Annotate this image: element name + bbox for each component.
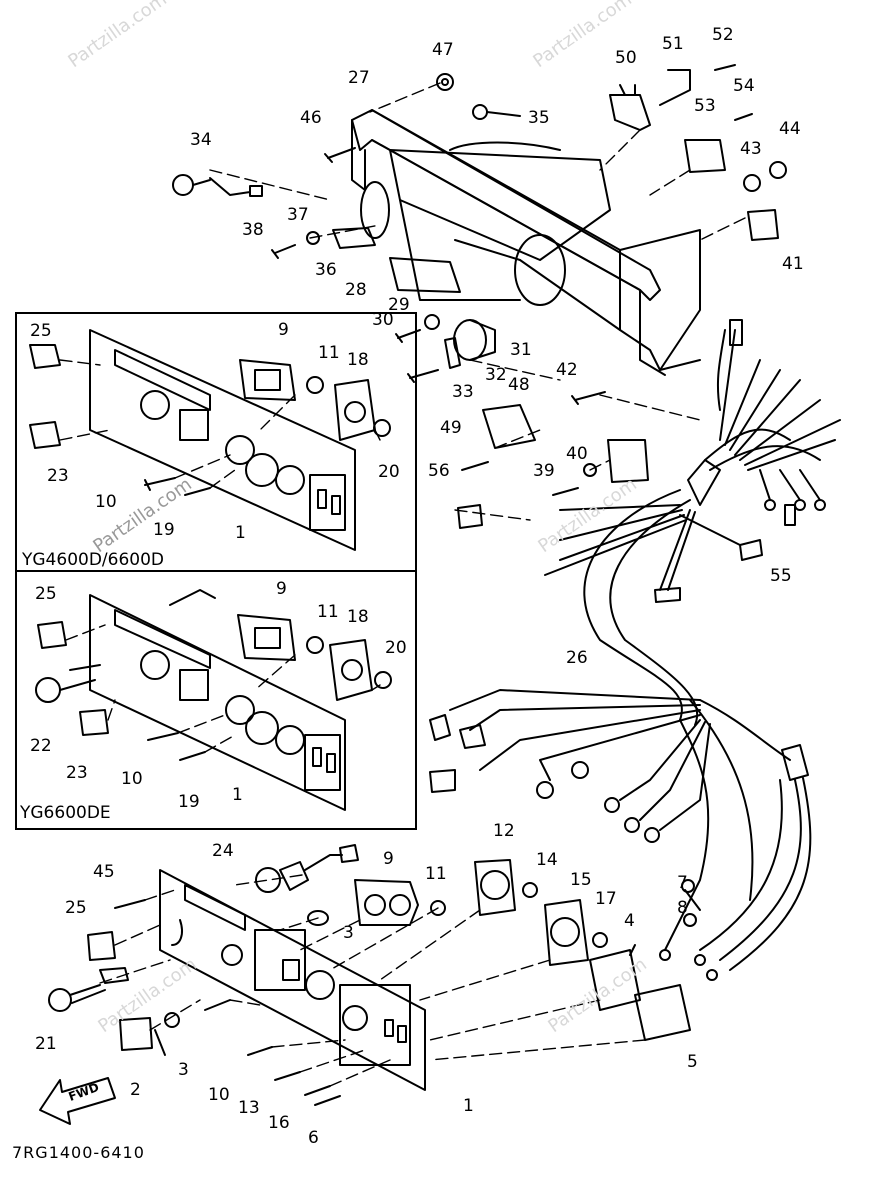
- inset1-callout-18: 18: [347, 350, 369, 370]
- callout-11: 11: [425, 864, 447, 884]
- inset1-callout-23: 23: [47, 466, 69, 486]
- inset-1-title: YG4600D/6600D: [22, 550, 164, 570]
- inset2-callout-1: 1: [232, 785, 243, 805]
- callout-14: 14: [536, 850, 558, 870]
- callout-47: 47: [432, 40, 454, 60]
- callout-40: 40: [566, 444, 588, 464]
- callout-27: 27: [348, 68, 370, 88]
- callout-49: 49: [440, 418, 462, 438]
- housing-small-parts: [172, 64, 787, 529]
- callout-25: 25: [65, 898, 87, 918]
- inset2-callout-9: 9: [276, 579, 287, 599]
- inset2-callout-23: 23: [66, 763, 88, 783]
- inset1-callout-19: 19: [153, 520, 175, 540]
- callout-39: 39: [533, 461, 555, 481]
- callout-46: 46: [300, 108, 322, 128]
- inset-1-leaders: [59, 359, 381, 489]
- inset1-callout-9: 9: [278, 320, 289, 340]
- callout-35: 35: [528, 108, 550, 128]
- inset2-callout-22: 22: [30, 736, 52, 756]
- callout-5: 5: [687, 1052, 698, 1072]
- inset1-callout-25: 25: [30, 321, 52, 341]
- callout-29: 29: [388, 295, 410, 315]
- inset1-callout-20: 20: [378, 462, 400, 482]
- callout-17: 17: [595, 889, 617, 909]
- callout-30: 30: [372, 310, 394, 330]
- callout-8: 8: [677, 898, 688, 918]
- inset-1-panel: [29, 329, 391, 551]
- callout-15: 15: [570, 870, 592, 890]
- callout-33: 33: [452, 382, 474, 402]
- callout-7: 7: [677, 873, 688, 893]
- callout-21: 21: [35, 1034, 57, 1054]
- inset-2-title: YG6600DE: [20, 803, 111, 823]
- inset2-callout-18: 18: [347, 607, 369, 627]
- inset1-callout-11: 11: [318, 343, 340, 363]
- callout-52: 52: [712, 25, 734, 45]
- callout-16: 16: [268, 1113, 290, 1133]
- inset-yg6600de-frame: [15, 570, 417, 830]
- callout-6: 6: [308, 1128, 319, 1148]
- callout-36: 36: [315, 260, 337, 280]
- callout-4: 4: [624, 911, 635, 931]
- callout-55: 55: [770, 566, 792, 586]
- callout-26: 26: [566, 648, 588, 668]
- callout-38: 38: [242, 220, 264, 240]
- callout-41: 41: [782, 254, 804, 274]
- wire-harness: [429, 319, 841, 981]
- lower-panel: [39, 844, 701, 1125]
- inset2-callout-11: 11: [317, 602, 339, 622]
- callout-9: 9: [383, 849, 394, 869]
- callout-32: 32: [485, 365, 507, 385]
- inset2-callout-20: 20: [385, 638, 407, 658]
- callout-42: 42: [556, 360, 578, 380]
- callout-48: 48: [508, 375, 530, 395]
- callout-3-upper: 3: [343, 923, 354, 943]
- inset2-callout-25: 25: [35, 584, 57, 604]
- callout-10: 10: [208, 1085, 230, 1105]
- callout-34: 34: [190, 130, 212, 150]
- inset2-callout-19: 19: [178, 792, 200, 812]
- callout-31: 31: [510, 340, 532, 360]
- inset-2-leaders: [65, 624, 381, 753]
- callout-13: 13: [238, 1098, 260, 1118]
- callout-45: 45: [93, 862, 115, 882]
- callout-1: 1: [463, 1096, 474, 1116]
- callout-51: 51: [662, 34, 684, 54]
- inset1-callout-1: 1: [235, 523, 246, 543]
- callout-53: 53: [694, 96, 716, 116]
- control-box-housing: [351, 109, 701, 376]
- inset2-callout-10: 10: [121, 769, 143, 789]
- lower-leaders: [99, 874, 646, 1087]
- inset1-callout-10: 10: [95, 492, 117, 512]
- callout-28: 28: [345, 280, 367, 300]
- callout-3-lower: 3: [178, 1060, 189, 1080]
- inset-yg4600d-frame: [15, 312, 417, 572]
- callout-54: 54: [733, 76, 755, 96]
- leader-lines-upper: [209, 82, 746, 521]
- callout-43: 43: [740, 139, 762, 159]
- callout-50: 50: [615, 48, 637, 68]
- callout-37: 37: [287, 205, 309, 225]
- callout-56: 56: [428, 461, 450, 481]
- callout-2: 2: [130, 1080, 141, 1100]
- callout-44: 44: [779, 119, 801, 139]
- callout-12: 12: [493, 821, 515, 841]
- callout-24: 24: [212, 841, 234, 861]
- diagram-code: 7RG1400-6410: [12, 1143, 145, 1162]
